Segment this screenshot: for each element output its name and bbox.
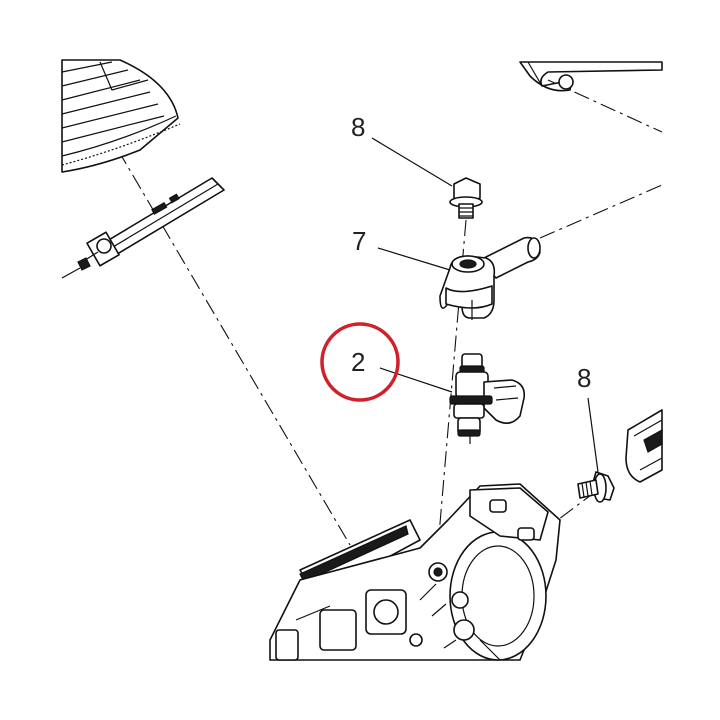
highlight-ring bbox=[320, 322, 400, 402]
hose-clamp bbox=[61, 177, 225, 279]
fuel-rail-holder bbox=[439, 236, 541, 320]
fuel-injector bbox=[449, 353, 526, 444]
throttle-body bbox=[269, 483, 561, 661]
callout-8-top: 8 bbox=[351, 112, 365, 142]
callout-8-right: 8 bbox=[577, 363, 591, 393]
air-filter-housing bbox=[61, 59, 181, 173]
leader-lines bbox=[371, 137, 599, 473]
callout-7: 7 bbox=[352, 226, 366, 256]
callout-2: 2 bbox=[351, 347, 365, 377]
fuel-hose-top bbox=[519, 61, 663, 92]
flange-bolt-top bbox=[449, 177, 483, 219]
callout-labels: 8 7 2 8 bbox=[351, 112, 591, 393]
electrical-connector bbox=[625, 409, 663, 483]
flange-bolt-right bbox=[577, 471, 615, 503]
